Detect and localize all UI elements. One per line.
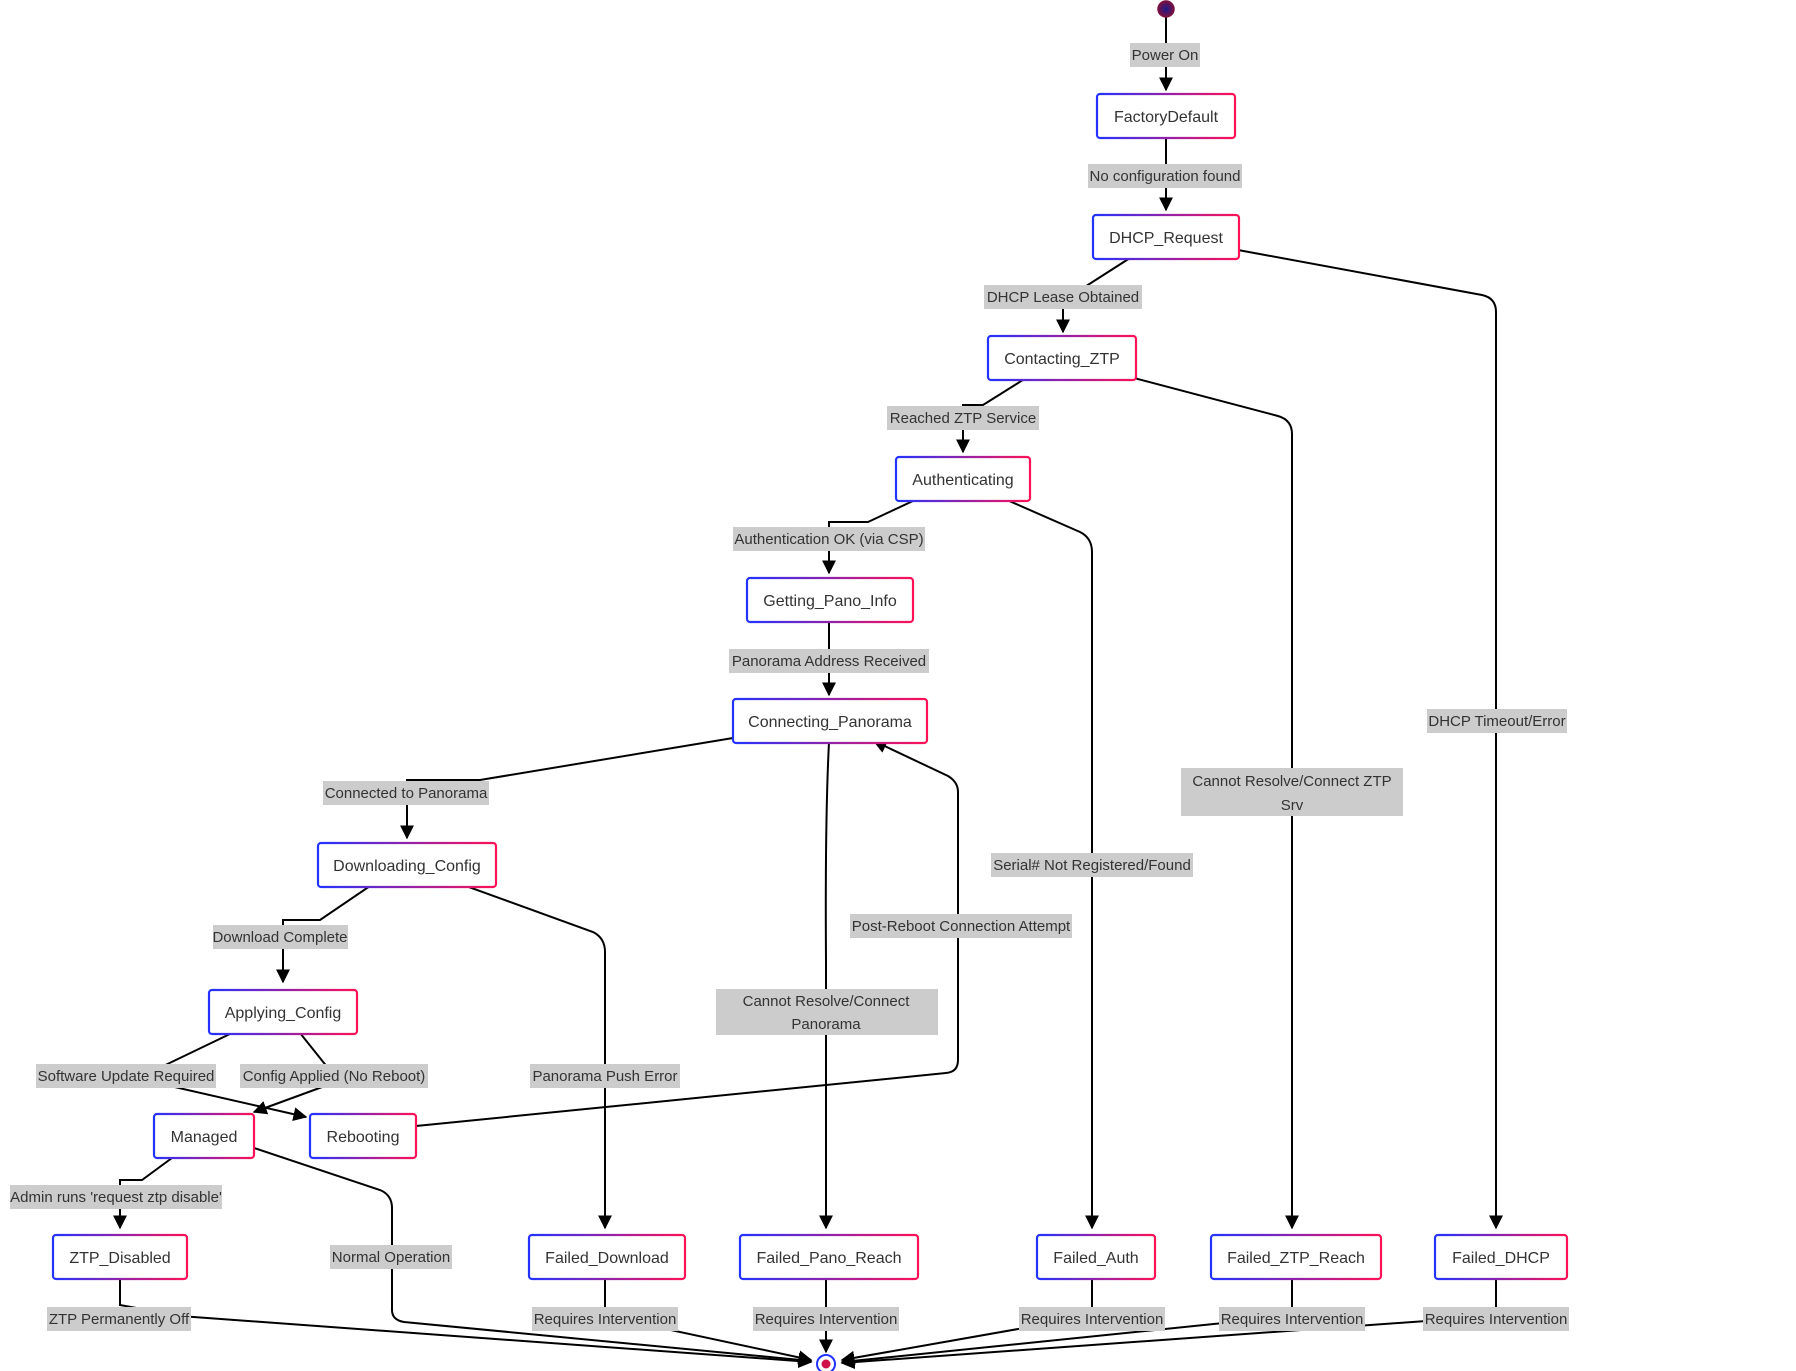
edge-downloading-to-applying: [276, 885, 371, 984]
edge-connecting-to-failed-pano: [819, 741, 833, 1230]
svg-text:Connecting_Panorama: Connecting_Panorama: [748, 714, 912, 731]
state-factory-default[interactable]: FactoryDefault: [1095, 92, 1237, 140]
state-applying-config[interactable]: Applying_Config: [207, 988, 359, 1036]
svg-text:Requires Intervention: Requires Intervention: [534, 1311, 677, 1328]
edges: [113, 16, 1503, 1370]
state-managed[interactable]: Managed: [152, 1112, 256, 1160]
svg-text:Requires Intervention: Requires Intervention: [1021, 1311, 1164, 1328]
svg-text:Requires Intervention: Requires Intervention: [1425, 1311, 1568, 1328]
state-authenticating[interactable]: Authenticating: [894, 455, 1032, 503]
state-dhcp-request[interactable]: DHCP_Request: [1091, 213, 1241, 261]
svg-text:Software Update Required: Software Update Required: [38, 1068, 215, 1085]
label-normal-operation: Normal Operation: [330, 1245, 452, 1269]
svg-text:Failed_Pano_Reach: Failed_Pano_Reach: [757, 1250, 902, 1267]
svg-text:Post-Reboot Connection Attempt: Post-Reboot Connection Attempt: [852, 918, 1071, 935]
svg-text:Serial# Not Registered/Found: Serial# Not Registered/Found: [993, 857, 1191, 874]
svg-text:Panorama: Panorama: [791, 1016, 861, 1033]
svg-text:DHCP Timeout/Error: DHCP Timeout/Error: [1428, 713, 1565, 730]
state-contacting-ztp[interactable]: Contacting_ZTP: [986, 334, 1138, 382]
label-cannot-pano: Cannot Resolve/Connect Panorama: [716, 989, 938, 1035]
label-download-complete: Download Complete: [212, 925, 348, 949]
svg-text:Cannot Resolve/Connect: Cannot Resolve/Connect: [743, 993, 911, 1010]
label-serial-not-found: Serial# Not Registered/Found: [991, 853, 1193, 877]
state-failed-ztp-reach[interactable]: Failed_ZTP_Reach: [1209, 1233, 1383, 1281]
svg-text:Panorama Push Error: Panorama Push Error: [532, 1068, 677, 1085]
label-connected-panorama: Connected to Panorama: [323, 781, 489, 805]
svg-text:Authenticating: Authenticating: [912, 472, 1013, 489]
svg-text:Authentication OK (via CSP): Authentication OK (via CSP): [734, 531, 923, 548]
state-connecting-panorama[interactable]: Connecting_Panorama: [731, 697, 929, 745]
svg-text:Config Applied (No Reboot): Config Applied (No Reboot): [243, 1068, 426, 1085]
edge-downloading-to-failed-download: [465, 885, 612, 1230]
edge-ztp-disabled-to-end: [119, 1276, 813, 1369]
label-pano-address: Panorama Address Received: [729, 649, 929, 673]
state-getting-pano-info[interactable]: Getting_Pano_Info: [745, 576, 915, 624]
label-requires-intervention-download: Requires Intervention: [532, 1307, 678, 1331]
svg-text:Applying_Config: Applying_Config: [225, 1005, 342, 1022]
label-config-applied: Config Applied (No Reboot): [240, 1064, 428, 1088]
label-requires-intervention-dhcp: Requires Intervention: [1423, 1307, 1569, 1331]
svg-text:DHCP_Request: DHCP_Request: [1109, 230, 1223, 247]
svg-text:No configuration found: No configuration found: [1090, 168, 1241, 185]
label-requires-intervention-ztp: Requires Intervention: [1219, 1307, 1365, 1331]
start-node: [1157, 0, 1175, 18]
svg-text:FactoryDefault: FactoryDefault: [1114, 109, 1219, 126]
label-panorama-push-error: Panorama Push Error: [530, 1064, 680, 1088]
label-no-config: No configuration found: [1088, 164, 1242, 188]
label-software-update: Software Update Required: [36, 1064, 216, 1088]
svg-text:Cannot Resolve/Connect ZTP: Cannot Resolve/Connect ZTP: [1192, 773, 1391, 790]
svg-text:Managed: Managed: [171, 1129, 238, 1146]
svg-text:Reached ZTP Service: Reached ZTP Service: [890, 410, 1036, 427]
edge-auth-to-failed-auth: [1006, 499, 1099, 1230]
end-node: [816, 1354, 836, 1371]
label-admin-disable: Admin runs 'request ztp disable': [10, 1185, 222, 1209]
svg-text:Failed_ZTP_Reach: Failed_ZTP_Reach: [1227, 1250, 1365, 1267]
svg-text:Failed_Download: Failed_Download: [545, 1250, 669, 1267]
svg-text:Requires Intervention: Requires Intervention: [755, 1311, 898, 1328]
svg-text:Connected to Panorama: Connected to Panorama: [325, 785, 488, 802]
label-power-on: Power On: [1130, 43, 1200, 67]
label-requires-intervention-auth: Requires Intervention: [1019, 1307, 1165, 1331]
svg-text:ZTP_Disabled: ZTP_Disabled: [69, 1250, 170, 1267]
edge-labels: Power On No configuration found DHCP Lea…: [10, 43, 1569, 1331]
svg-text:Failed_DHCP: Failed_DHCP: [1452, 1250, 1550, 1267]
svg-text:Requires Intervention: Requires Intervention: [1221, 1311, 1364, 1328]
state-failed-download[interactable]: Failed_Download: [527, 1233, 687, 1281]
svg-text:DHCP Lease Obtained: DHCP Lease Obtained: [987, 289, 1139, 306]
svg-text:ZTP Permanently Off: ZTP Permanently Off: [49, 1311, 190, 1328]
svg-text:Rebooting: Rebooting: [327, 1129, 400, 1146]
state-failed-pano-reach[interactable]: Failed_Pano_Reach: [738, 1233, 920, 1281]
label-reached-ztp: Reached ZTP Service: [887, 406, 1039, 430]
edge-failed-dhcp-to-end: [840, 1276, 1497, 1370]
state-failed-dhcp[interactable]: Failed_DHCP: [1433, 1233, 1569, 1281]
state-downloading-config[interactable]: Downloading_Config: [316, 841, 498, 889]
label-ztp-off: ZTP Permanently Off: [47, 1307, 191, 1331]
svg-text:Srv: Srv: [1281, 797, 1304, 814]
label-cannot-ztp: Cannot Resolve/Connect ZTP Srv: [1181, 768, 1403, 816]
edge-connecting-to-downloading: [400, 737, 734, 840]
svg-text:Contacting_ZTP: Contacting_ZTP: [1004, 351, 1120, 368]
svg-text:Normal Operation: Normal Operation: [332, 1249, 450, 1266]
edge-contacting-to-failed-ztp: [1133, 377, 1299, 1230]
label-dhcp-timeout: DHCP Timeout/Error: [1427, 709, 1567, 733]
edge-dhcp-to-failed-dhcp: [1237, 249, 1503, 1230]
svg-text:Getting_Pano_Info: Getting_Pano_Info: [763, 593, 897, 610]
svg-text:Panorama Address Received: Panorama Address Received: [732, 653, 926, 670]
state-rebooting[interactable]: Rebooting: [308, 1112, 418, 1160]
svg-text:Power On: Power On: [1132, 47, 1199, 64]
label-post-reboot: Post-Reboot Connection Attempt: [850, 914, 1072, 938]
svg-text:Admin runs 'request ztp disabl: Admin runs 'request ztp disable': [10, 1189, 222, 1206]
label-requires-intervention-pano: Requires Intervention: [753, 1307, 899, 1331]
svg-text:Failed_Auth: Failed_Auth: [1053, 1250, 1138, 1267]
state-ztp-disabled[interactable]: ZTP_Disabled: [51, 1233, 189, 1281]
label-auth-ok: Authentication OK (via CSP): [733, 527, 925, 551]
label-dhcp-lease: DHCP Lease Obtained: [984, 285, 1142, 309]
state-failed-auth[interactable]: Failed_Auth: [1035, 1233, 1157, 1281]
svg-text:Downloading_Config: Downloading_Config: [333, 858, 481, 875]
svg-text:Download Complete: Download Complete: [212, 929, 347, 946]
